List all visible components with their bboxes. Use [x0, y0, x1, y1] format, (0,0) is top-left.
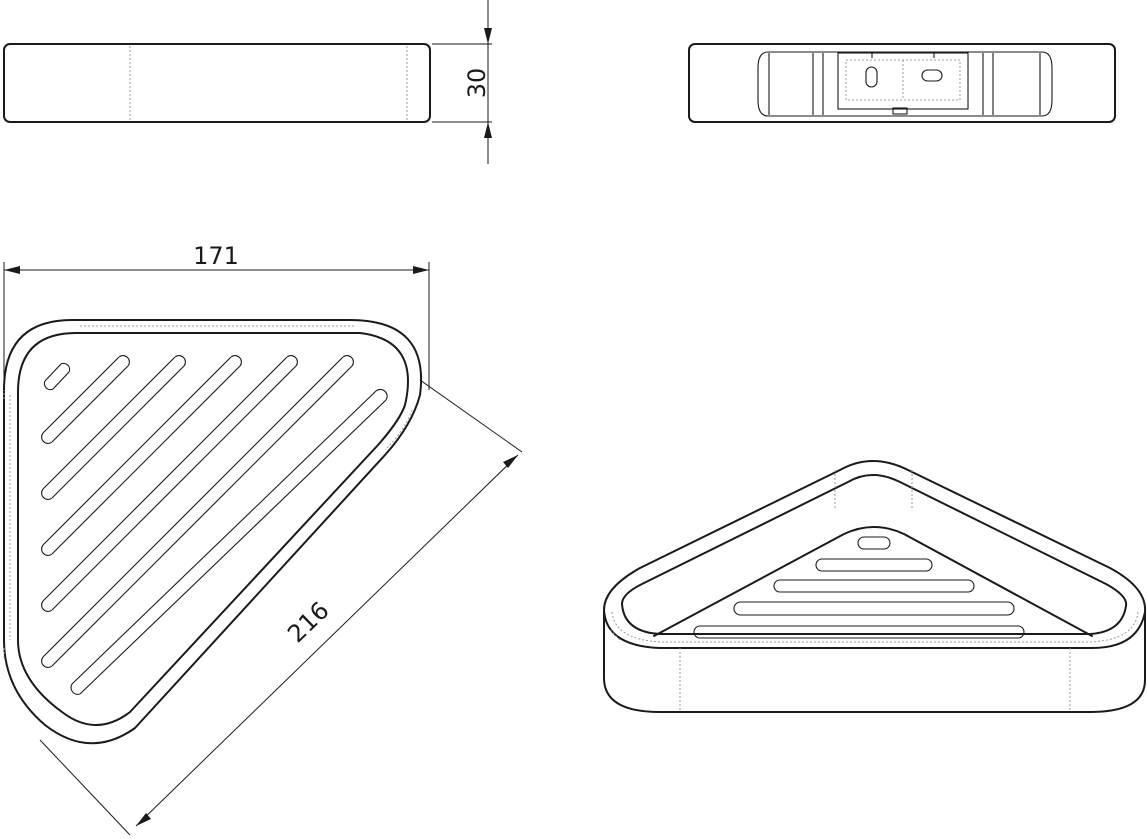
- top-view: [3, 319, 423, 745]
- back-view: [688, 43, 1116, 123]
- height-dimension: 30: [432, 0, 492, 164]
- width-dimension: 171: [3, 242, 430, 390]
- drain-slots: [41, 355, 388, 695]
- height-dimension-label: 30: [463, 68, 491, 99]
- width-dimension-label: 171: [193, 242, 239, 270]
- front-view: [3, 43, 431, 123]
- diagonal-dimension: 216: [39, 379, 523, 836]
- isometric-view: [603, 460, 1147, 713]
- iso-drain-slots: [693, 536, 1025, 639]
